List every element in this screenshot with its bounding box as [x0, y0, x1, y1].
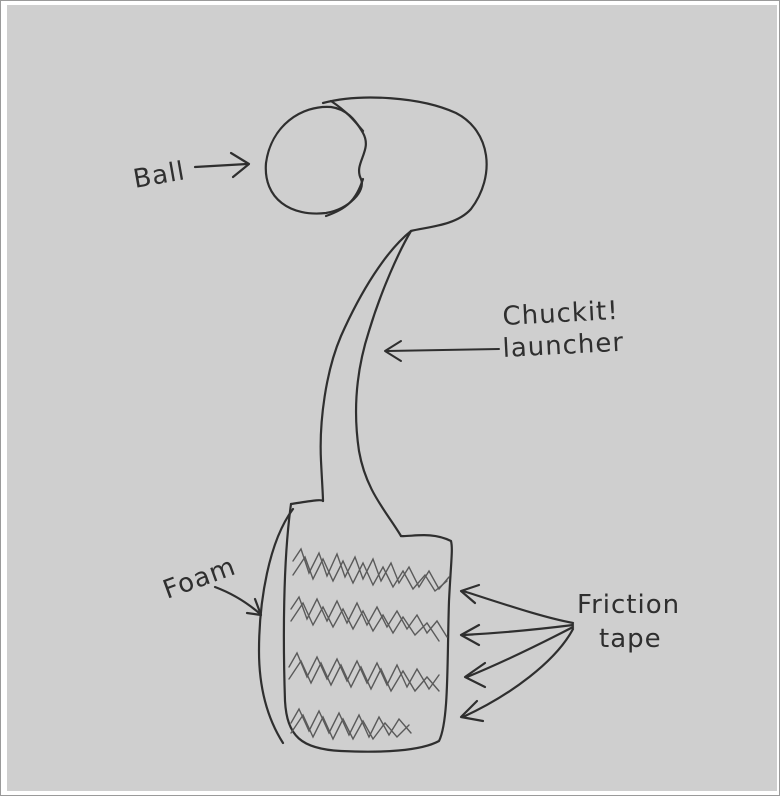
- ball-shape: [266, 107, 366, 214]
- friction-tape-arrows: [461, 585, 573, 721]
- ball-label: Ball: [131, 156, 188, 195]
- launcher-outline: [284, 98, 487, 752]
- tape-band-1: [293, 549, 449, 591]
- launcher-label-line2: launcher: [502, 328, 625, 364]
- friction-label-line2: tape: [599, 624, 662, 654]
- tape-band-4: [291, 709, 411, 739]
- launcher-label-line1: Chuckit!: [502, 296, 620, 332]
- friction-label-line1: Friction: [577, 590, 680, 620]
- foam-bracket: [259, 509, 293, 743]
- foam-label: Foam: [159, 552, 240, 606]
- tape-band-2: [291, 597, 447, 641]
- launcher-arrow: [385, 341, 499, 361]
- friction-tape-bands: [289, 549, 449, 739]
- ball-arrow: [195, 153, 249, 177]
- tape-band-3: [289, 653, 439, 691]
- foam-arrow: [215, 587, 261, 615]
